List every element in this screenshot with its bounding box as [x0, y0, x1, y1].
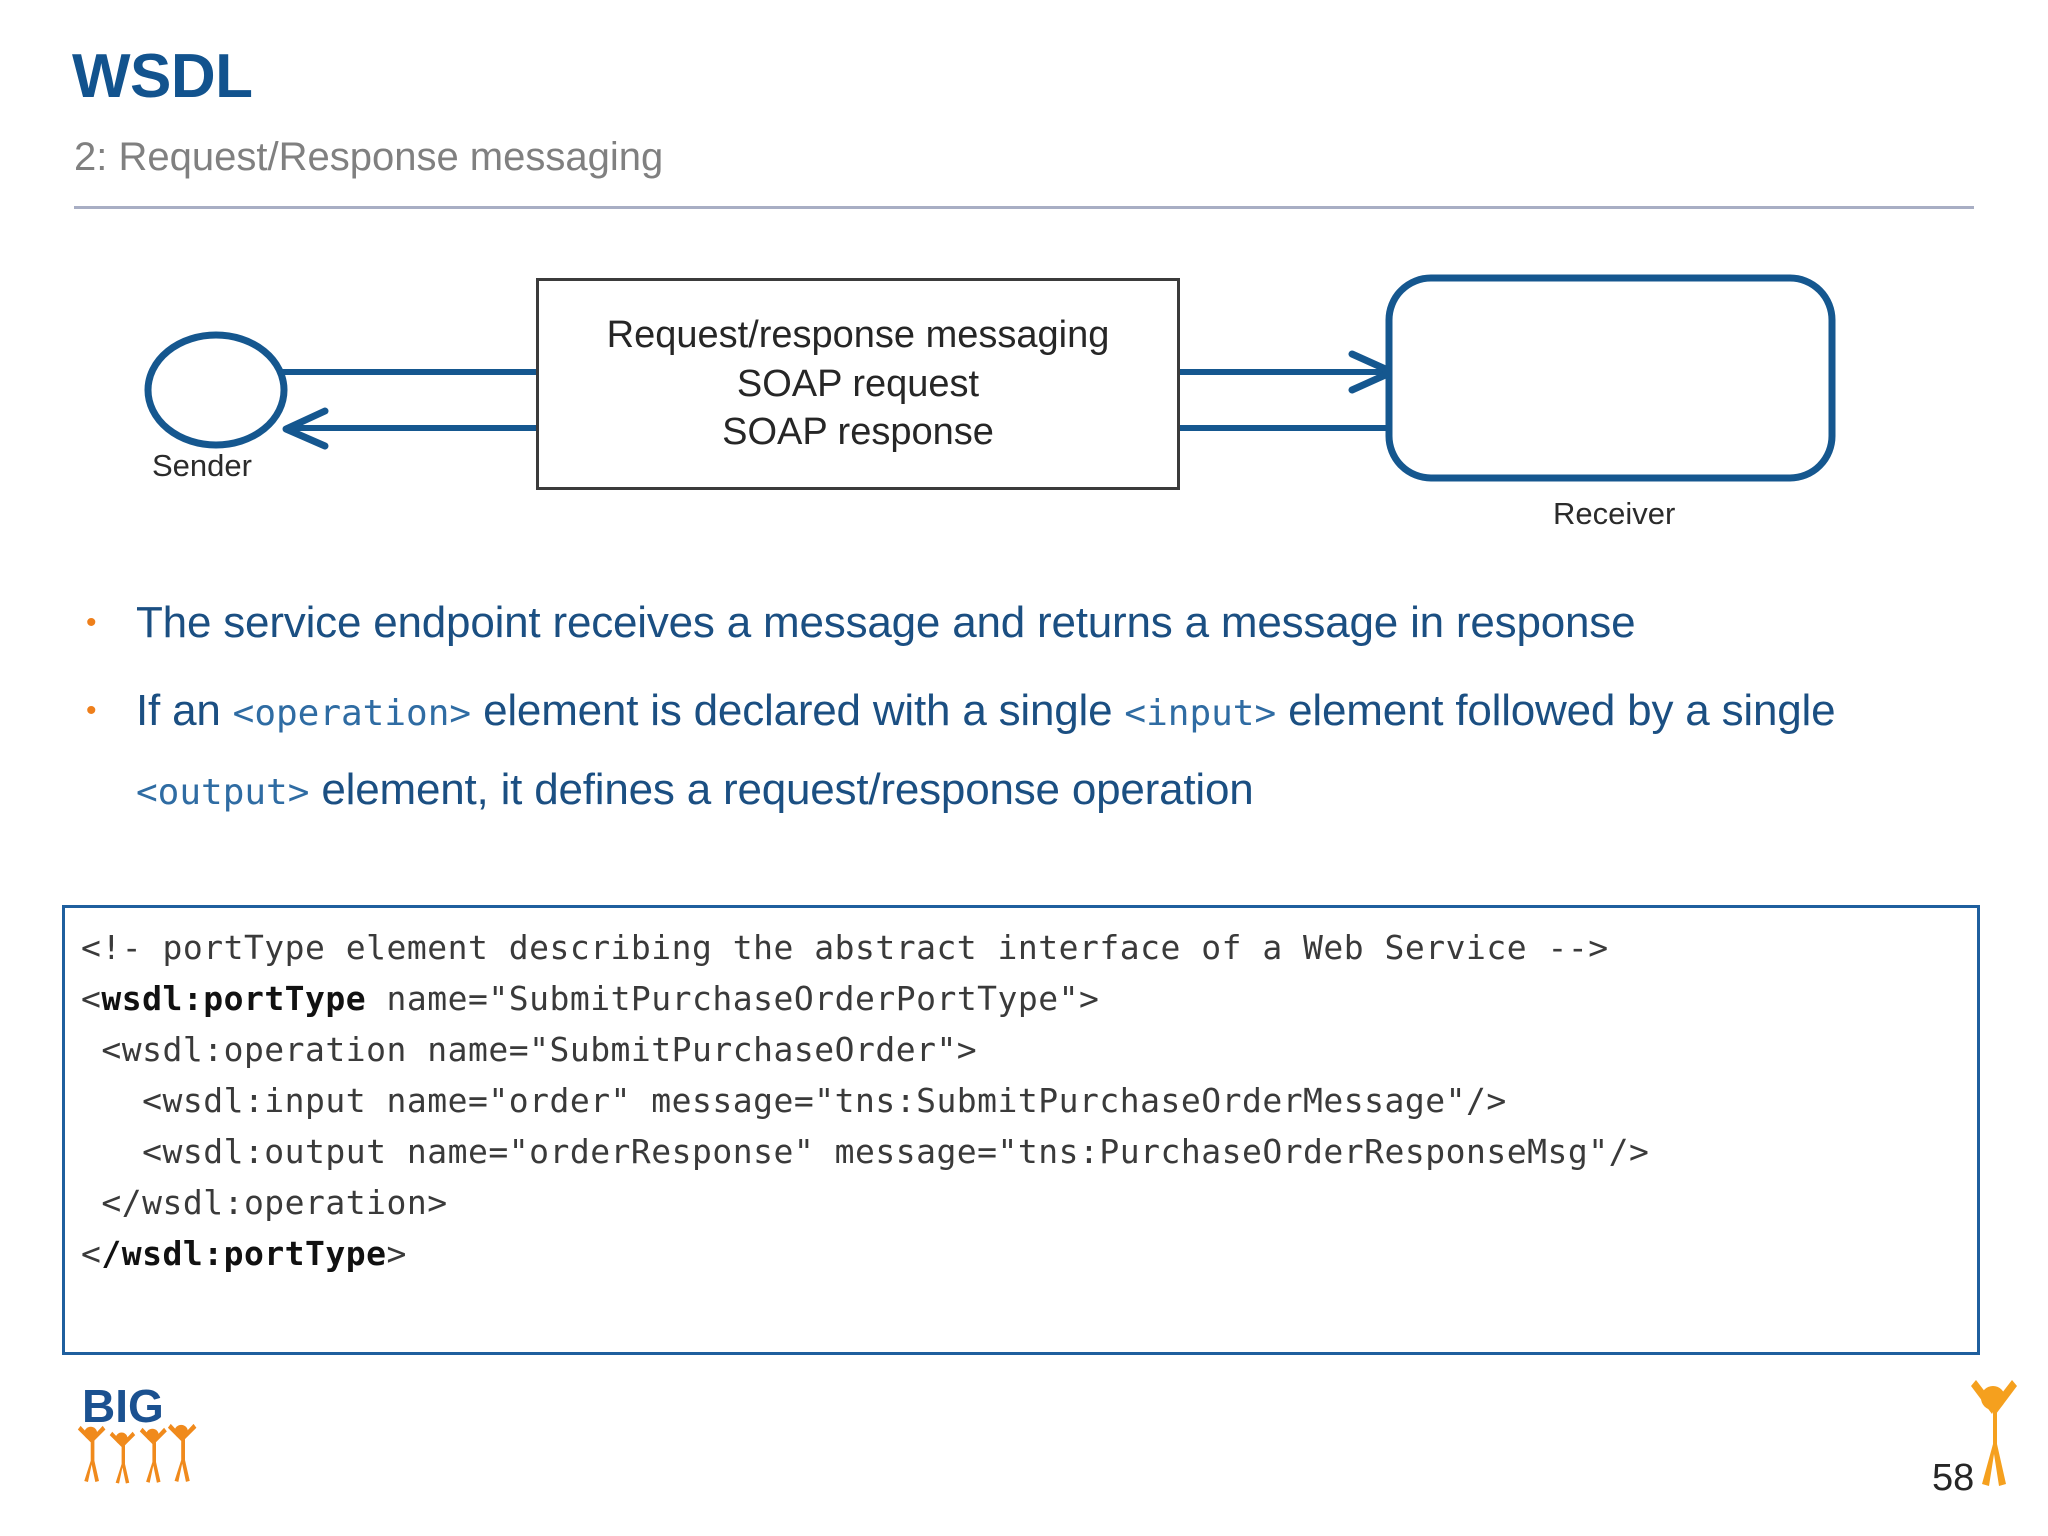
bullet-item: • If an <operation> element is declared w… — [74, 673, 1994, 831]
bullet-text: The service endpoint receives a message … — [136, 585, 1994, 661]
page-number: 58 — [1932, 1457, 1975, 1499]
messaging-diagram — [0, 250, 2048, 550]
code-token: > — [386, 1234, 407, 1273]
message-box-line-3: SOAP response — [722, 411, 994, 454]
bullet-list: • The service endpoint receives a message… — [74, 585, 1994, 843]
inline-code-token: <input> — [1124, 693, 1277, 734]
code-token: <wsdl:input name="order" message="tns:Su… — [81, 1081, 1507, 1120]
corner-figure-graphic — [1971, 1380, 2017, 1486]
code-line: <wsdl:output name="orderResponse" messag… — [81, 1126, 1961, 1177]
response-arrowhead — [282, 407, 329, 450]
code-token: <!- portType element describing the abst… — [81, 928, 1609, 967]
code-line: </wsdl:operation> — [81, 1177, 1961, 1228]
message-box: Request/response messaging SOAP request … — [536, 278, 1180, 490]
message-box-line-1: Request/response messaging — [606, 314, 1110, 357]
bullet-text-run: If an — [136, 686, 233, 735]
sender-label: Sender — [152, 448, 252, 483]
receiver-label: Receiver — [1553, 496, 1676, 531]
code-line: <wsdl:input name="order" message="tns:Su… — [81, 1075, 1961, 1126]
code-token: name="SubmitPurchaseOrderPortType"> — [366, 979, 1100, 1018]
code-line: <wsdl:portType name="SubmitPurchaseOrder… — [81, 973, 1961, 1024]
code-token: < — [81, 1234, 102, 1273]
bullet-item: • The service endpoint receives a message… — [74, 585, 1994, 661]
code-token: <wsdl:output name="orderResponse" messag… — [81, 1132, 1650, 1171]
code-token: </wsdl:operation> — [81, 1183, 448, 1222]
bullet-text-run: element followed by a single — [1276, 686, 1836, 735]
page-title: WSDL — [72, 42, 253, 111]
code-sample-block: <!- portType element describing the abst… — [62, 905, 1980, 1355]
inline-code-token: <output> — [136, 772, 310, 813]
header-divider — [74, 206, 1974, 209]
message-box-line-2: SOAP request — [736, 362, 980, 405]
bullet-marker-icon: • — [86, 606, 97, 639]
slide-subtitle: 2: Request/Response messaging — [74, 135, 664, 179]
bullet-text-run: element is declared with a single — [471, 686, 1125, 735]
code-token-bold: /wsdl:portType — [101, 1234, 387, 1273]
inline-code-token: <operation> — [232, 693, 472, 734]
code-token: <wsdl:operation name="SubmitPurchaseOrde… — [81, 1030, 978, 1069]
bullet-text: If an <operation> element is declared wi… — [136, 673, 1994, 831]
big-logo-text: BIG — [82, 1382, 164, 1432]
code-token: < — [81, 979, 102, 1018]
big-logo: BIG — [66, 1380, 216, 1492]
bullet-marker-icon: • — [86, 694, 97, 727]
bullet-text-run: The service endpoint receives a message … — [136, 598, 1636, 647]
bullet-text-run: element, it defines a request/response o… — [309, 765, 1254, 814]
code-line: </wsdl:portType> — [81, 1228, 1961, 1279]
sender-node — [144, 331, 288, 449]
code-token-bold: wsdl:portType — [101, 979, 367, 1018]
code-line: <wsdl:operation name="SubmitPurchaseOrde… — [81, 1024, 1961, 1075]
diagram-canvas — [144, 274, 1836, 482]
receiver-node — [1385, 274, 1836, 482]
corner-figure-icon — [1965, 1372, 2021, 1492]
big-logo-graphic: BIG — [77, 1380, 197, 1484]
code-line: <!- portType element describing the abst… — [81, 922, 1961, 973]
big-logo-figures — [77, 1423, 197, 1484]
